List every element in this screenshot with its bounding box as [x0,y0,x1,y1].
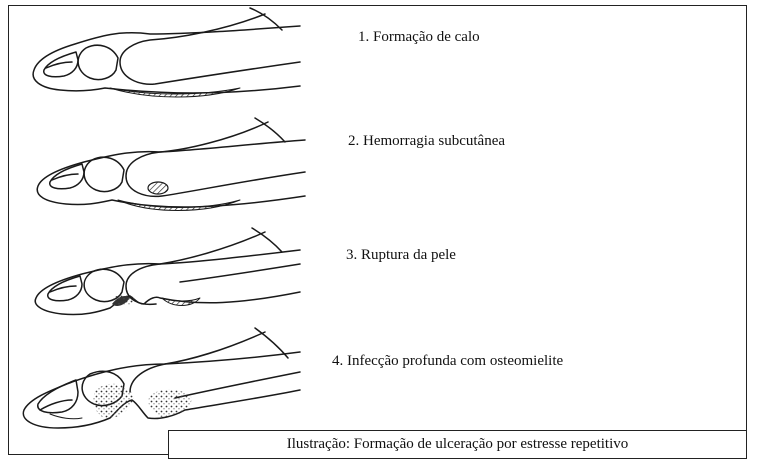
caption-text: Ilustração: Formação de ulceração por es… [287,436,629,453]
toe-illustration-callus [33,8,300,97]
step-4-label: 4. Infecção profunda com osteomielite [332,353,563,370]
toe-illustration-rupture [35,228,300,315]
toe-illustration-hemorrhage [37,118,305,211]
step-2-label: 2. Hemorragia subcutânea [348,133,505,150]
caption-box: Ilustração: Formação de ulceração por es… [168,430,747,459]
step-3-label: 3. Ruptura da pele [346,247,456,264]
step-1-label: 1. Formação de calo [358,29,480,46]
toe-illustration-osteomyelitis [23,328,300,428]
